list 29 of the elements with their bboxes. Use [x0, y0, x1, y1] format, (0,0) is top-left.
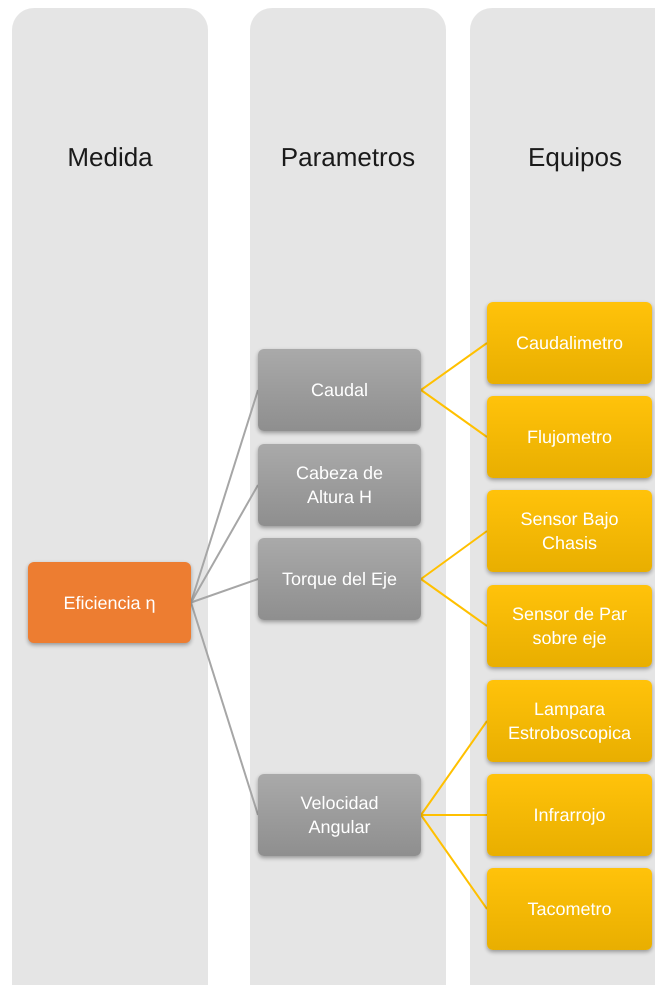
connector-line	[190, 602, 259, 816]
connector-line	[420, 814, 488, 910]
connector-line	[420, 720, 488, 816]
connector-line	[420, 342, 488, 391]
connector-line	[190, 484, 259, 603]
connector-line	[420, 389, 488, 438]
connector-line	[190, 390, 259, 603]
column-heading: Equipos	[528, 142, 622, 172]
parameter-box: Velocidad Angular	[258, 774, 421, 856]
column-heading: Medida	[67, 142, 153, 172]
equipment-box: Lampara Estroboscopica	[487, 680, 652, 762]
equipment-box: Infrarrojo	[487, 774, 652, 856]
parameter-box: Caudal	[258, 349, 421, 431]
connector-line	[421, 814, 487, 816]
column-band	[250, 8, 446, 985]
connector-line	[420, 530, 488, 580]
equipment-box: Flujometro	[487, 396, 652, 478]
equipment-box: Sensor Bajo Chasis	[487, 490, 652, 572]
equipment-box: Tacometro	[487, 868, 652, 950]
connector-line	[420, 578, 488, 627]
measure-box: Eficiencia η	[28, 562, 191, 643]
column-band	[12, 8, 208, 985]
equipment-box: Caudalimetro	[487, 302, 652, 384]
connector-line	[190, 578, 258, 604]
parameter-box: Torque del Eje	[258, 538, 421, 620]
column-band	[470, 8, 655, 985]
column-heading: Parametros	[280, 142, 416, 172]
equipment-box: Sensor de Par sobre eje	[487, 585, 652, 667]
parameter-box: Cabeza de Altura H	[258, 444, 421, 526]
